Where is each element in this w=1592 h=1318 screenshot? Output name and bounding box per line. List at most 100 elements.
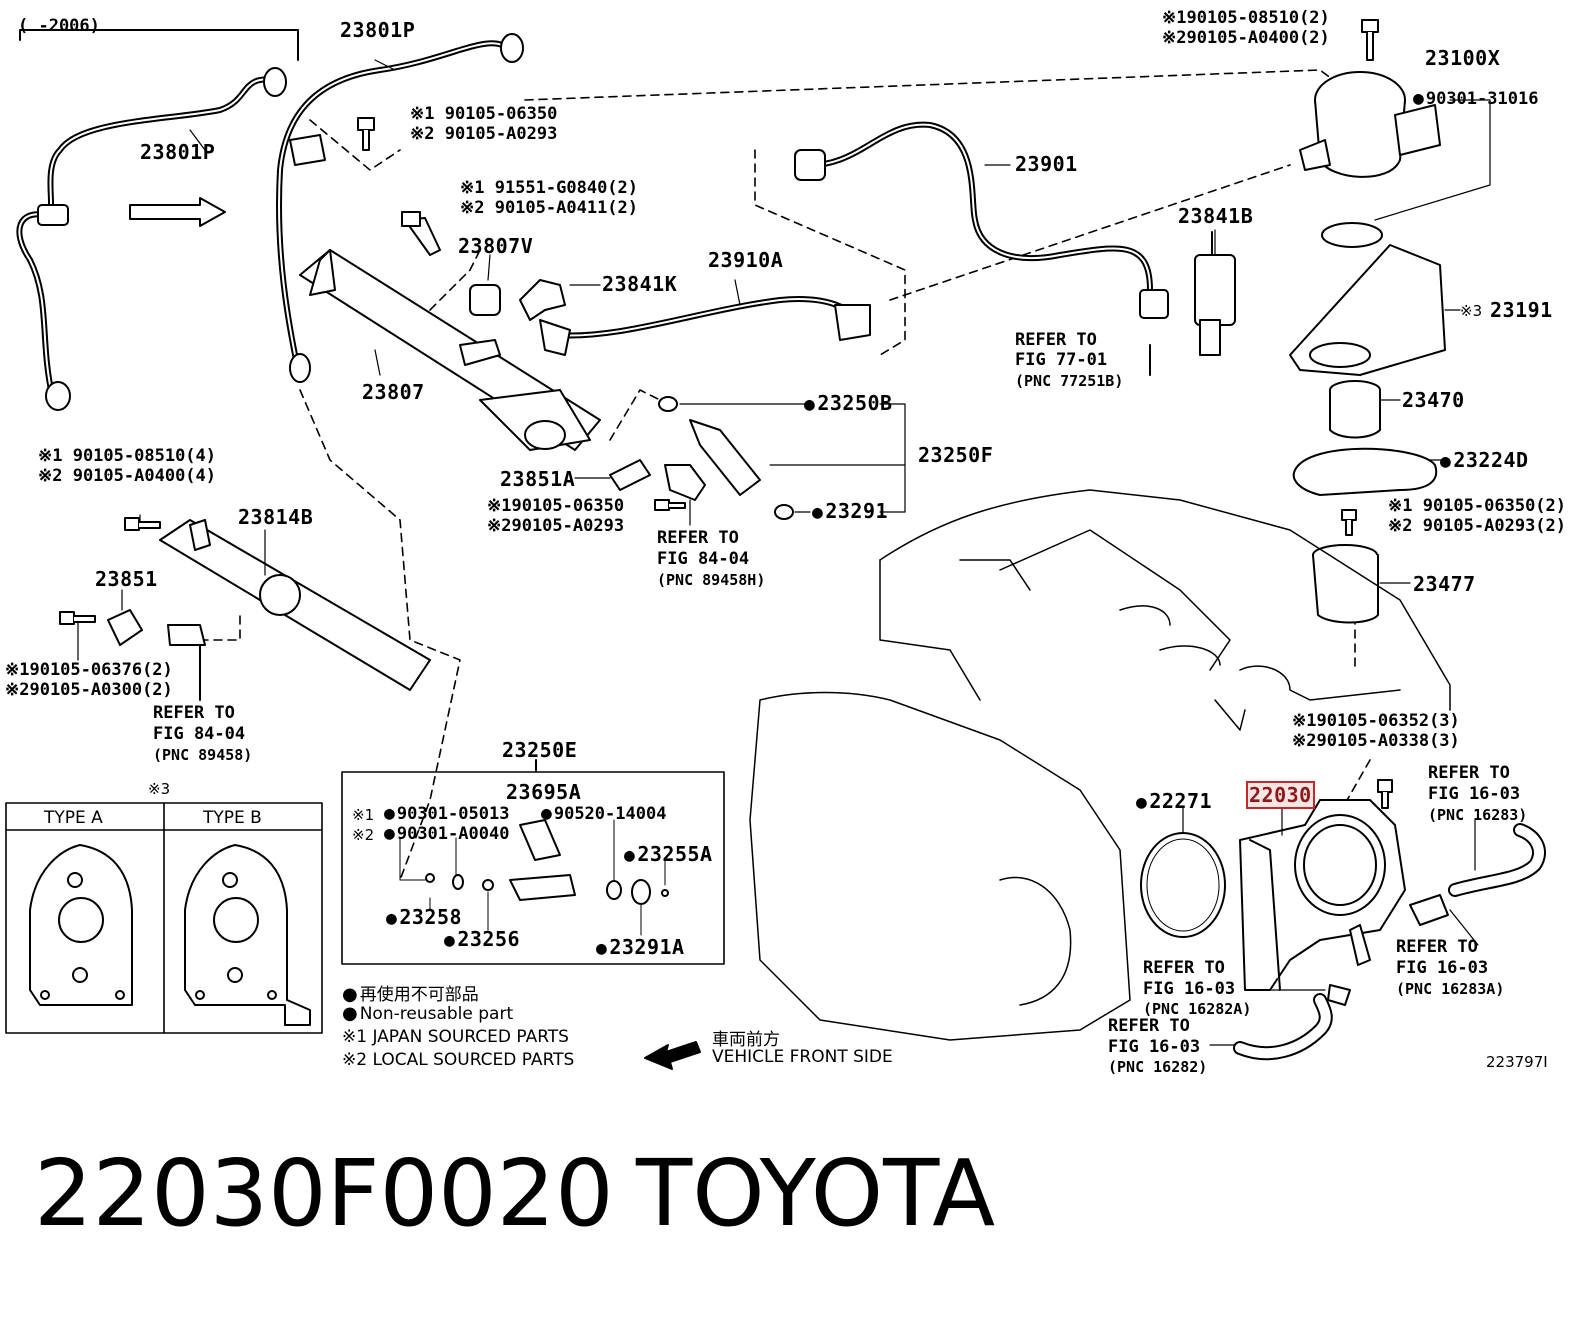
part-23291a-label[interactable]: 23291A [596, 935, 685, 959]
refer-label: (PNC 16283A) [1396, 980, 1505, 998]
part-23477-label[interactable]: 23477 [1413, 572, 1476, 596]
legend-japan-sourced: ※1 JAPAN SOURCED PARTS [342, 1027, 569, 1047]
refer-label: REFER TO [1015, 330, 1097, 350]
lifter-23470-icon [1329, 380, 1381, 439]
bolt-label: ※190105-06376(2) [5, 660, 173, 680]
small-bolt-icons [59, 19, 1393, 809]
part-23851-label[interactable]: 23851 [95, 567, 158, 591]
refer-label: FIG 84-04 [657, 549, 750, 569]
part-23470-label[interactable]: 23470 [1402, 388, 1465, 412]
refer-label: FIG 16-03 [1143, 979, 1236, 999]
bolt-label: ※1 91551-G0840(2) [460, 178, 639, 198]
part-23256-label[interactable]: 23256 [444, 927, 520, 951]
fuel-rail-23807-icon [299, 249, 601, 451]
part-23255a-label[interactable]: 23255A [624, 842, 713, 866]
part-90520-14004-label[interactable]: 90520-14004 [541, 803, 667, 824]
part-23250b-label[interactable]: 23250B [804, 391, 893, 415]
bolt-label: ※190105-08510(2) [1162, 8, 1330, 28]
refer-label: REFER TO [657, 528, 739, 548]
arrow-right-icon [129, 197, 226, 227]
sensor-23841b-icon [1194, 231, 1236, 356]
bracket-23851-icon [107, 609, 143, 646]
year-bracket [19, 29, 299, 61]
bolt-label: ※2 90105-A0400(4) [38, 466, 217, 486]
bolt-label: ※2 90105-A0293(2) [1388, 516, 1567, 536]
hose-23901-icon [794, 121, 1169, 319]
bracket-23191-icon [1289, 244, 1446, 376]
part-23801p-old-label[interactable]: 23801P [140, 140, 216, 164]
bracket-type-b-icon [184, 844, 311, 1026]
year-range: ( -2006) [18, 16, 100, 36]
engine-outline-icon [749, 489, 1451, 1041]
part-22271-label[interactable]: 22271 [1136, 789, 1212, 813]
refer-label: (PNC 77251B) [1015, 372, 1124, 390]
refer-label: (PNC 16282) [1108, 1058, 1208, 1076]
part-23901-label[interactable]: 23901 [1015, 152, 1078, 176]
bolt-label: ※190105-06352(3) [1292, 711, 1460, 731]
mark-3-label: ※3 [148, 780, 171, 798]
part-22030-label[interactable]: 22030 [1246, 781, 1315, 809]
part-number-title: 22030F0020 [34, 1140, 614, 1247]
refer-label: FIG 16-03 [1108, 1037, 1201, 1057]
spacer-23807v-icon [469, 284, 501, 316]
refer-label: REFER TO [1396, 937, 1478, 957]
part-23814b-label[interactable]: 23814B [238, 505, 314, 529]
bolt-label: ※1 90105-08510(4) [38, 446, 217, 466]
throttle-body-22030-icon [1239, 799, 1449, 991]
bolt-label: ※290105-A0338(3) [1292, 731, 1460, 751]
part-90301-31016-label[interactable]: 90301-31016 [1413, 88, 1539, 109]
part-23807v-label[interactable]: 23807V [458, 234, 534, 258]
plate-23851a-icon [609, 459, 651, 491]
part-23910a-label[interactable]: 23910A [708, 248, 784, 272]
bolt-label: ※2 90105-A0411(2) [460, 198, 639, 218]
part-23224d-label[interactable]: 23224D [1440, 448, 1529, 472]
refer-label: (PNC 89458) [153, 746, 253, 764]
kit-leaders [399, 819, 666, 936]
refer-label: (PNC 16282A) [1143, 1000, 1252, 1018]
bolt-label: ※290105-A0300(2) [5, 680, 173, 700]
part-23250e-label[interactable]: 23250E [502, 738, 578, 762]
part-23807-label[interactable]: 23807 [362, 380, 425, 404]
refer-label: REFER TO [1108, 1016, 1190, 1036]
mark-2-label: ※2 [352, 826, 375, 844]
hose-16283-icon [1448, 819, 1546, 897]
refer-label: REFER TO [153, 703, 235, 723]
sensor-89458-icon [167, 624, 206, 646]
refer-label: FIG 84-04 [153, 724, 246, 744]
refer-label: (PNC 16283) [1428, 806, 1528, 824]
bolt-label: ※1 90105-06350(2) [1388, 496, 1567, 516]
injector-23250f-icon [658, 396, 794, 520]
vehicle-front-en: VEHICLE FRONT SIDE [712, 1047, 893, 1067]
type-b-header: TYPE B [203, 808, 262, 828]
fuel-pipe-23801p-old-icon [16, 67, 287, 411]
part-23851a-label[interactable]: 23851A [500, 467, 576, 491]
part-23291-label[interactable]: 23291 [812, 499, 888, 523]
refer-label: REFER TO [1143, 958, 1225, 978]
bolt-icon [401, 211, 441, 256]
dashed-leaders [199, 69, 1371, 881]
gasket-23224d-icon [1292, 447, 1438, 496]
part-23100x-label[interactable]: 23100X [1425, 46, 1501, 70]
bolt-label: 90301-A0040 [384, 823, 510, 844]
part-23801p-label[interactable]: 23801P [340, 18, 416, 42]
legend-non-reusable: Non-reusable part [342, 1003, 513, 1024]
kit-parts-icons [425, 819, 669, 905]
mark-3-label: ※3 [1460, 302, 1483, 320]
fuel-pump-23100x-icon [1299, 71, 1441, 248]
part-23695a-label[interactable]: 23695A [506, 780, 582, 804]
gasket-22271-icon [1140, 832, 1226, 938]
refer-label: (PNC 89458H) [657, 571, 766, 589]
part-23841b-label[interactable]: 23841B [1178, 204, 1254, 228]
refer-label: FIG 16-03 [1396, 958, 1489, 978]
part-23841k-label[interactable]: 23841K [602, 272, 678, 296]
part-23191-label[interactable]: 23191 [1490, 298, 1553, 322]
part-23250f-label[interactable]: 23250F [918, 443, 994, 467]
figure-id: 223797I [1486, 1053, 1548, 1071]
mark-1-label: ※1 [352, 806, 375, 824]
bolt-label: ※290105-A0293 [487, 516, 625, 536]
type-a-header: TYPE A [44, 808, 103, 828]
fuel-pipe-23801p-icon [276, 33, 524, 383]
part-23258-label[interactable]: 23258 [386, 905, 462, 929]
